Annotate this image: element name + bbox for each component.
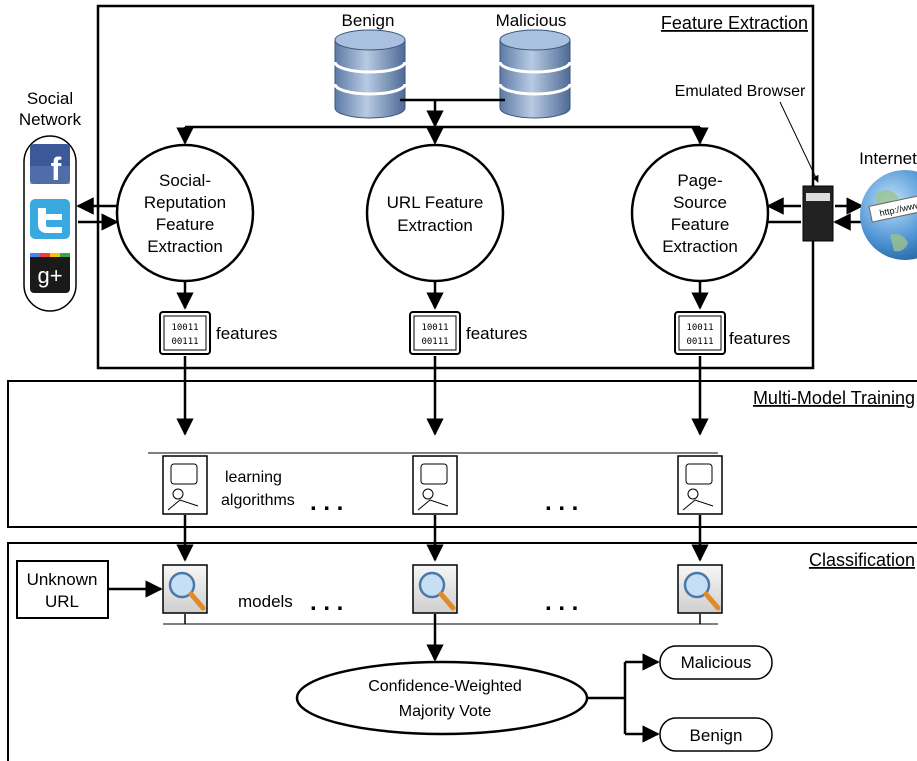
url-extraction-line1: URL Feature bbox=[387, 193, 484, 212]
malicious-database-icon bbox=[498, 29, 572, 119]
page-chip-row1: 10011 bbox=[686, 323, 713, 333]
facebook-icon: f bbox=[30, 144, 70, 187]
benign-outcome-box bbox=[659, 717, 773, 752]
url-learning-algorithm-icon bbox=[412, 455, 458, 515]
page-extraction-line1: Page- bbox=[677, 171, 722, 190]
url-feature-extraction-node bbox=[365, 143, 505, 283]
page-feature-chip-icon: 10011 00111 bbox=[674, 311, 726, 355]
twitter-icon bbox=[30, 199, 70, 239]
social-extraction-line1: Social- bbox=[159, 171, 211, 190]
page-extraction-line2: Source bbox=[673, 193, 727, 212]
emulated-browser-icon bbox=[802, 185, 834, 242]
database-connector bbox=[176, 98, 709, 145]
unknown-url-line1: Unknown bbox=[27, 570, 98, 589]
section-title-multi-model-training: Multi-Model Training bbox=[753, 388, 915, 408]
vote-outcome-connector bbox=[587, 653, 660, 743]
social-network-label-line2: Network bbox=[19, 110, 82, 129]
training-ellipsis-right: . . . bbox=[545, 489, 578, 516]
page-learning-algorithm-icon bbox=[677, 455, 723, 515]
social-extraction-line4: Extraction bbox=[147, 237, 223, 256]
social-chip-row2: 00111 bbox=[171, 337, 198, 347]
extractor-to-features-arrows bbox=[176, 281, 709, 310]
url-chip-row1: 10011 bbox=[421, 323, 448, 333]
malicious-outcome-label: Malicious bbox=[681, 653, 752, 672]
training-to-model-arrows bbox=[176, 515, 709, 562]
social-reputation-extraction-node bbox=[115, 143, 255, 283]
benign-database-icon bbox=[333, 29, 407, 119]
social-chip-row1: 10011 bbox=[171, 323, 198, 333]
malicious-outcome-box bbox=[659, 645, 773, 680]
social-extraction-line3: Feature bbox=[156, 215, 215, 234]
training-ellipsis-left: . . . bbox=[310, 489, 343, 516]
classification-ellipsis-right: . . . bbox=[545, 589, 578, 616]
emulated-browser-label: Emulated Browser bbox=[675, 83, 806, 100]
url-features-label: features bbox=[466, 324, 527, 343]
section-title-classification: Classification bbox=[809, 550, 915, 570]
social-model-icon bbox=[162, 564, 208, 614]
page-model-icon bbox=[677, 564, 723, 614]
malicious-database-label: Malicious bbox=[496, 11, 567, 30]
url-feature-chip-icon: 10011 00111 bbox=[409, 311, 461, 355]
google-plus-glyph: g+ bbox=[37, 263, 62, 288]
page-chip-row2: 00111 bbox=[686, 337, 713, 347]
page-features-label: features bbox=[729, 329, 790, 348]
social-network-label-line1: Social bbox=[27, 89, 73, 108]
multi-model-training-box bbox=[7, 380, 917, 528]
social-feature-chip-icon: 10011 00111 bbox=[159, 311, 211, 355]
facebook-glyph: f bbox=[51, 151, 62, 187]
learning-label-line2: algorithms bbox=[221, 492, 295, 509]
classification-box bbox=[7, 542, 917, 761]
emulated-browser-pointer bbox=[779, 101, 819, 183]
social-extraction-line2: Reputation bbox=[144, 193, 226, 212]
page-extraction-line4: Extraction bbox=[662, 237, 738, 256]
url-chip-row2: 00111 bbox=[421, 337, 448, 347]
social-features-label: features bbox=[216, 324, 277, 343]
page-source-extraction-node bbox=[630, 143, 770, 283]
confidence-weighted-vote-node bbox=[295, 660, 589, 736]
vote-line1: Confidence-Weighted bbox=[368, 678, 522, 695]
internet-globe-icon: http://www bbox=[860, 170, 917, 260]
unknown-url-box bbox=[16, 560, 109, 619]
model-merge-connector bbox=[163, 614, 718, 662]
url-extraction-line2: Extraction bbox=[397, 216, 473, 235]
features-to-training-arrows bbox=[176, 356, 709, 436]
classification-ellipsis-left: . . . bbox=[310, 589, 343, 616]
section-title-feature-extraction: Feature Extraction bbox=[661, 13, 808, 33]
url-model-icon bbox=[412, 564, 458, 614]
models-label: models bbox=[238, 592, 293, 611]
page-extraction-line3: Feature bbox=[671, 215, 730, 234]
vote-line2: Majority Vote bbox=[399, 703, 492, 720]
internet-label: Internet bbox=[859, 149, 917, 168]
social-learning-algorithm-icon bbox=[162, 455, 208, 515]
learning-label-line1: learning bbox=[225, 469, 282, 486]
unknown-url-line2: URL bbox=[45, 592, 79, 611]
benign-outcome-label: Benign bbox=[690, 726, 743, 745]
google-plus-icon: g+ bbox=[30, 253, 70, 293]
benign-database-label: Benign bbox=[342, 11, 395, 30]
